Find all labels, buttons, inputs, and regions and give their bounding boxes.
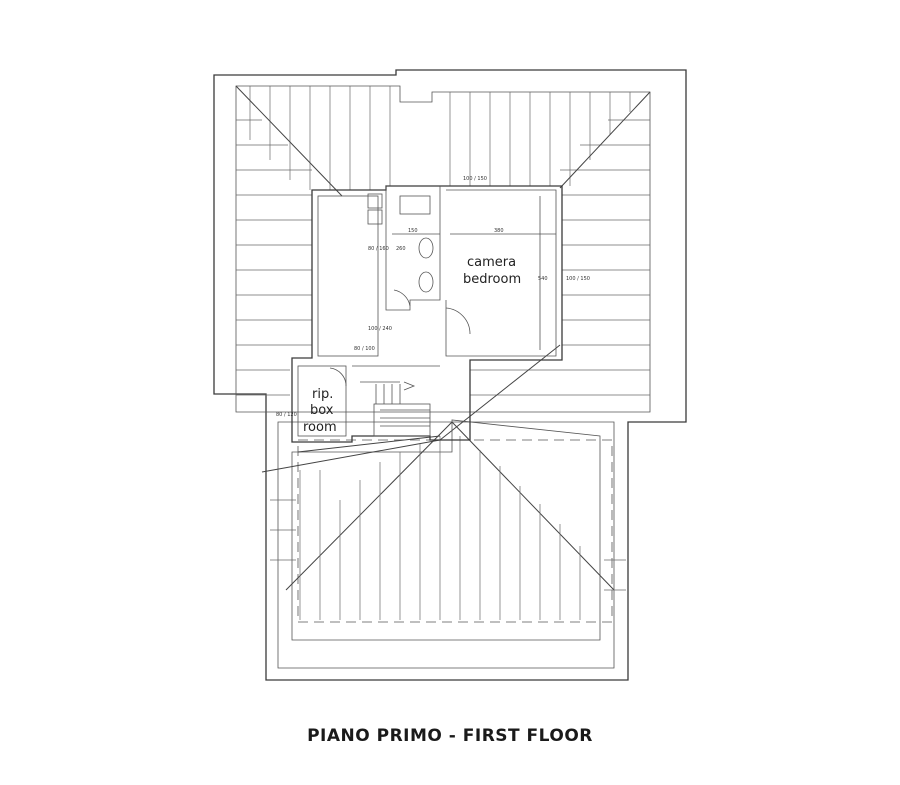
dim-bath-width: 150 [408, 228, 418, 234]
dim-window-right: 100 / 150 [566, 276, 590, 282]
boxroom-label-line1: rip. [312, 387, 333, 402]
dim-hall-width: 260 [396, 246, 406, 252]
plan-caption: PIANO PRIMO - FIRST FLOOR [307, 726, 593, 746]
interior-walls [291, 185, 563, 443]
dim-bedroom-width: 380 [494, 228, 504, 234]
outer-wall [213, 69, 687, 681]
doors [329, 289, 471, 387]
roof-outline-upper [235, 85, 651, 413]
dimension-lines [392, 196, 556, 350]
roof-ridges-upper [235, 85, 651, 441]
bathroom-fixtures [367, 193, 434, 293]
staircase [375, 381, 430, 427]
bedroom-label-line1: camera [467, 255, 516, 270]
roof-hatching-sides [236, 119, 650, 396]
roof-outline-lower [277, 421, 615, 669]
dim-window-left-lower: 100 / 240 [368, 326, 392, 332]
dim-window-boxroom: 80 / 120 [276, 412, 297, 418]
boxroom-label-line2: box [310, 403, 334, 418]
dim-window-top: 100 / 150 [463, 176, 487, 182]
roof-hatching-top [249, 86, 631, 190]
dim-window-left-upper: 80 / 160 [368, 246, 389, 252]
boxroom-label-line3: room [303, 420, 337, 435]
bedroom-label-line2: bedroom [463, 272, 521, 287]
roof-lower [261, 419, 626, 641]
dim-window-stair: 80 / 100 [354, 346, 375, 352]
dim-bedroom-depth: 540 [538, 276, 548, 282]
